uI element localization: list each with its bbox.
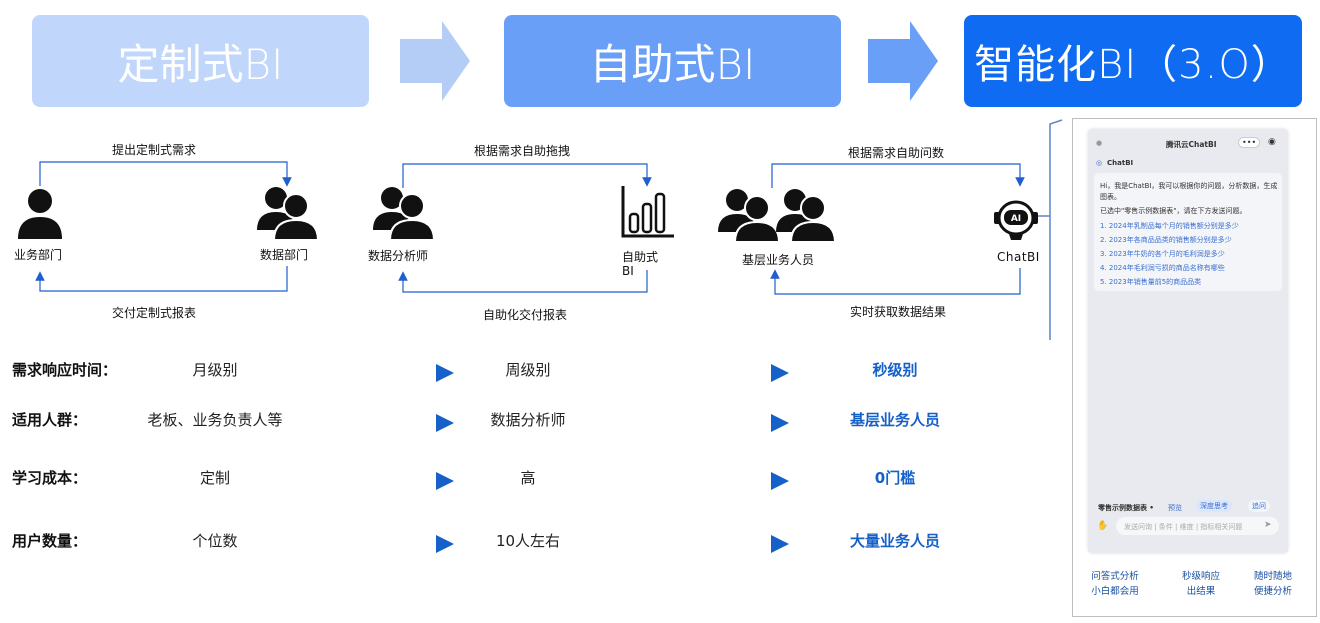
actor-chatbi: ChatBI	[997, 250, 1040, 264]
row-label: 学习成本：	[12, 469, 88, 487]
actor-self-service-bi-line2: BI	[622, 264, 634, 278]
row-label: 需求响应时间：	[12, 361, 118, 379]
chatbi-phone-mockup: ● 腾讯云ChatBI ••• ◉ ◎ ChatBI Hi，我是ChatBI，我…	[1072, 118, 1317, 617]
greeting-text: Hi，我是ChatBI，我可以根据你的问题，分析数据，生成图表。	[1100, 182, 1278, 201]
flow-bottom-label: 实时获取数据结果	[850, 305, 947, 319]
thumb-icon[interactable]: ✋	[1097, 521, 1109, 531]
row-label: 用户数量：	[12, 532, 88, 550]
smart-bi-value: 基层业务人员	[849, 411, 941, 429]
feature-caption: 秒级响应出结果	[1173, 569, 1229, 599]
row-label: 适用人群：	[12, 411, 88, 429]
bar-chart-icon	[621, 186, 674, 238]
feature-line1: 问答式分析	[1091, 571, 1139, 582]
dataset-label: 零售示例数据表 •	[1098, 504, 1154, 512]
custom-bi-value: 个位数	[192, 532, 238, 550]
arrow-right-icon	[400, 21, 470, 101]
smart-bi-value: 秒级别	[872, 361, 918, 379]
feature-line2: 小白都会用	[1091, 586, 1139, 597]
suggested-question[interactable]: 2. 2023年各商品品类的销售额分别是多少	[1100, 236, 1232, 244]
flow-top-label: 提出定制式需求	[112, 143, 197, 157]
flow-top-label: 根据需求自助拖拽	[474, 144, 571, 158]
person-icon	[18, 189, 62, 239]
crowd-icon	[718, 189, 835, 243]
suggested-question[interactable]: 3. 2023年牛奶的各个月的毛利润是多少	[1100, 250, 1225, 258]
self-service-bi-value: 高	[520, 469, 536, 487]
actor-self-service-bi-line1: 自助式	[622, 250, 659, 264]
more-menu-button[interactable]: •••	[1238, 137, 1261, 148]
deep-think-toggle[interactable]: 深度思考	[1196, 500, 1232, 512]
chatbi-logo-icon: ◎	[1096, 159, 1103, 167]
chat-bubble: Hi，我是ChatBI，我可以根据你的问题，分析数据，生成图表。 已选中"零售示…	[1094, 173, 1282, 291]
self-service-bi-value: 数据分析师	[490, 411, 566, 429]
suggested-question[interactable]: 1. 2024年乳制品每个月的销售额分别是多少	[1100, 222, 1239, 230]
bot-name: ChatBI	[1107, 159, 1134, 167]
header-self-service-bi: 自助式BI	[504, 15, 841, 107]
robot-badge-text: AI	[1011, 214, 1021, 224]
self-service-bi-value: 周级别	[505, 361, 551, 379]
header-smart-bi: 智能化BI（3.O）	[964, 15, 1302, 107]
flow-top-label: 根据需求自助问数	[848, 146, 945, 160]
app-title: 腾讯云ChatBI	[1166, 140, 1217, 149]
suggested-question[interactable]: 5. 2023年销售量前5的商品品类	[1100, 278, 1202, 286]
feature-line1: 随时随地	[1253, 571, 1292, 582]
self-service-bi-value: 10人左右	[495, 532, 561, 550]
custom-bi-value: 月级别	[192, 361, 238, 379]
input-placeholder: 发送问询 | 条件 | 维度 | 指标相关问题	[1124, 523, 1243, 531]
smart-bi-value: 0门槛	[874, 469, 916, 487]
user-avatar-icon: ●	[1096, 139, 1103, 147]
smart-bi-value: 大量业务人员	[849, 532, 941, 550]
custom-bi-value: 定制	[199, 469, 231, 487]
flow-bottom-label: 自助化交付报表	[483, 308, 568, 322]
robot-icon: AI	[994, 200, 1038, 240]
actor-business-dept: 业务部门	[14, 248, 63, 262]
selected-note: 已选中"零售示例数据表"，请在下方发送问题。	[1100, 207, 1247, 215]
send-icon[interactable]: ➤	[1264, 520, 1272, 530]
chatbi-screen: ● 腾讯云ChatBI ••• ◉ ◎ ChatBI Hi，我是ChatBI，我…	[1088, 129, 1288, 553]
group-icon	[373, 187, 434, 240]
question-input[interactable]: 发送问询 | 条件 | 维度 | 指标相关问题 ➤	[1116, 517, 1279, 535]
actor-data-analyst: 数据分析师	[368, 249, 429, 263]
flow-connectors	[35, 119, 1063, 340]
record-icon[interactable]: ◉	[1268, 137, 1276, 147]
feature-line1: 秒级响应	[1181, 571, 1220, 582]
arrow-right-icon	[868, 21, 938, 101]
actor-frontline-staff: 基层业务人员	[742, 253, 815, 267]
feature-caption: 随时随地便捷分析	[1245, 569, 1301, 599]
custom-bi-value: 老板、业务负责人等	[147, 411, 283, 429]
flow-bottom-label: 交付定制式报表	[112, 306, 197, 320]
feature-line2: 出结果	[1186, 586, 1216, 597]
feature-line2: 便捷分析	[1253, 586, 1292, 597]
group-icon	[257, 187, 318, 240]
comparison-arrows	[330, 364, 789, 553]
preview-link[interactable]: 预览	[1168, 504, 1182, 512]
header-custom-bi: 定制式BI	[32, 15, 369, 107]
actor-data-dept: 数据部门	[260, 248, 309, 262]
followup-toggle[interactable]: 追问	[1248, 500, 1270, 512]
suggested-question[interactable]: 4. 2024年毛利润亏损的商品名称有哪些	[1100, 264, 1225, 272]
feature-caption: 问答式分析小白都会用	[1087, 569, 1143, 599]
